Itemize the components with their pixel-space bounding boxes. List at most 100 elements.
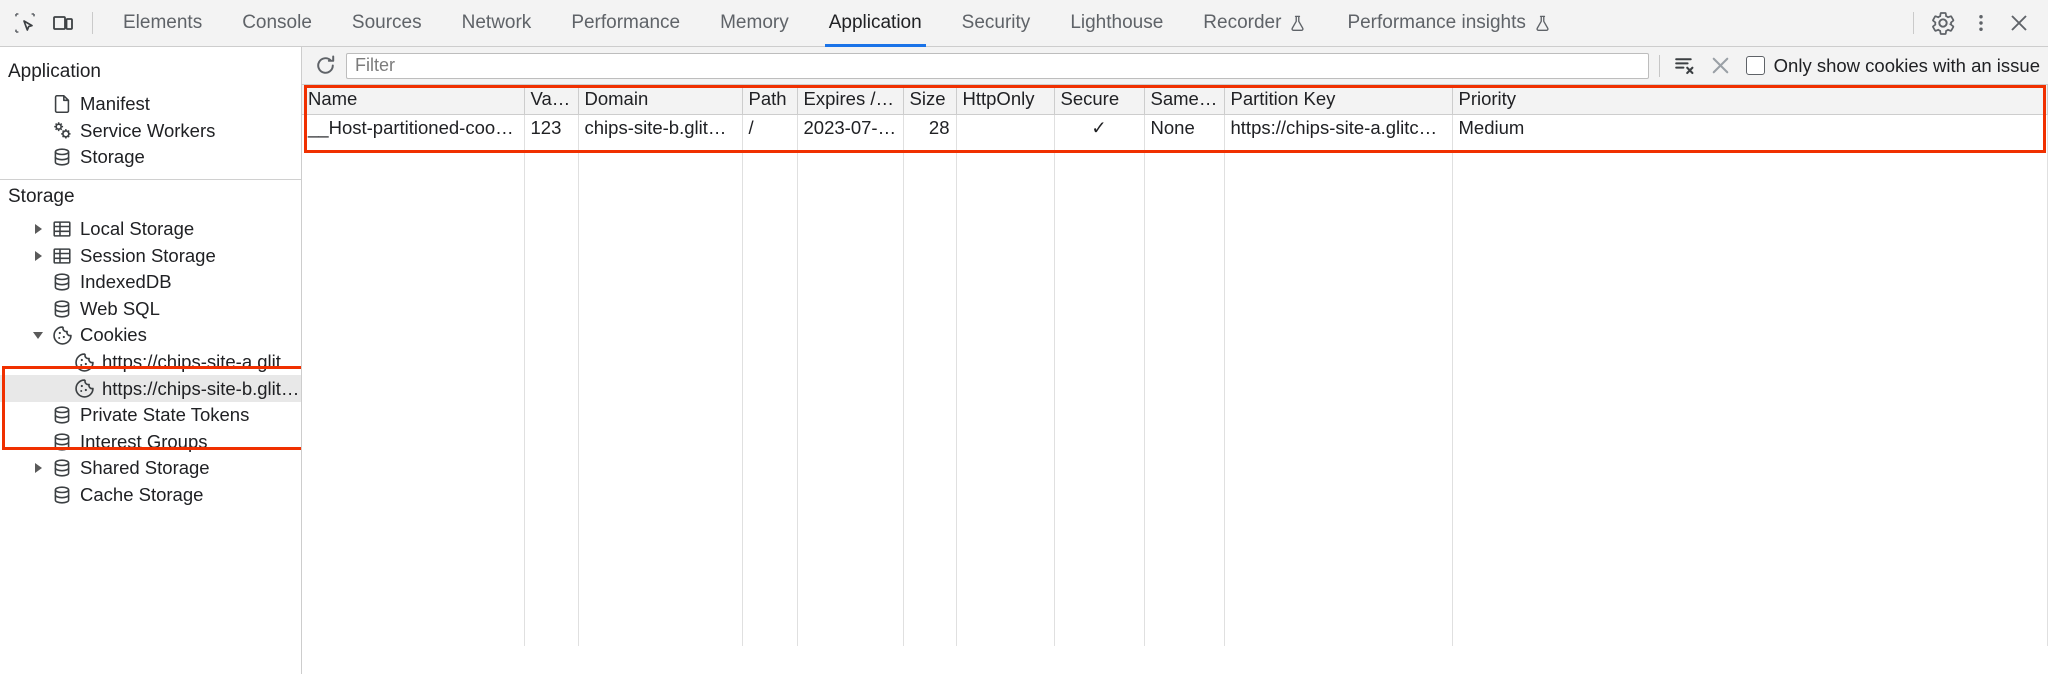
filler-cell bbox=[1144, 310, 1225, 338]
cell-httponly[interactable] bbox=[956, 114, 1055, 142]
sidebar-item-web-sql[interactable]: Web SQL bbox=[0, 296, 301, 323]
clear-all-cookies-icon[interactable] bbox=[1670, 52, 1700, 80]
filler-cell bbox=[1224, 310, 1453, 338]
gear-icon[interactable] bbox=[1924, 5, 1962, 41]
tab-performance-insights[interactable]: Performance insights bbox=[1327, 0, 1571, 47]
toolbar-right-actions bbox=[1903, 5, 2038, 41]
column-header-name[interactable]: Name bbox=[302, 85, 525, 115]
filler-cell bbox=[1452, 282, 2048, 310]
filler-cell bbox=[797, 450, 904, 478]
tab-lighthouse[interactable]: Lighthouse bbox=[1050, 0, 1183, 47]
filler-cell bbox=[797, 254, 904, 282]
column-header-httponly[interactable]: HttpOnly bbox=[956, 85, 1055, 115]
sidebar-item-label: Storage bbox=[80, 146, 145, 168]
sidebar-item-cookies[interactable]: Cookies bbox=[0, 322, 301, 349]
checkbox-box[interactable] bbox=[1745, 56, 1765, 75]
sidebar-item-https-chips-site-a-glitch-me[interactable]: https://chips-site-a.glitch.me bbox=[0, 349, 301, 376]
filler-cell bbox=[797, 310, 904, 338]
column-header-partitionkey[interactable]: Partition Key bbox=[1224, 85, 1453, 115]
filler-cell bbox=[302, 142, 525, 170]
search-input[interactable] bbox=[346, 52, 1649, 79]
sidebar-item-indexeddb[interactable]: IndexedDB bbox=[0, 269, 301, 296]
cell-domain[interactable]: chips-site-b.glitch.me bbox=[578, 114, 743, 142]
sidebar-item-shared-storage[interactable]: Shared Storage bbox=[0, 455, 301, 482]
cell-value[interactable]: 123 bbox=[524, 114, 579, 142]
sidebar-item-session-storage[interactable]: Session Storage bbox=[0, 242, 301, 269]
tab-memory[interactable]: Memory bbox=[700, 0, 809, 47]
sidebar-item-interest-groups[interactable]: Interest Groups bbox=[0, 429, 301, 456]
more-options-icon[interactable] bbox=[1962, 5, 2000, 41]
sidebar-item-storage[interactable]: Storage bbox=[0, 144, 301, 171]
cell-partitionkey[interactable]: https://chips-site-a.glitch.me bbox=[1224, 114, 1453, 142]
tab-application[interactable]: Application bbox=[809, 0, 942, 47]
column-header-size[interactable]: Size bbox=[903, 85, 957, 115]
service-workers-gears-icon bbox=[48, 119, 76, 142]
filler-cell bbox=[302, 506, 525, 534]
tab-console[interactable]: Console bbox=[222, 0, 332, 47]
column-header-expires[interactable]: Expires / M... bbox=[797, 85, 904, 115]
filler-cell bbox=[956, 226, 1055, 254]
filler-cell bbox=[742, 282, 798, 310]
only-show-issues-checkbox[interactable]: Only show cookies with an issue bbox=[1742, 55, 2040, 77]
chevron-right-icon[interactable] bbox=[28, 224, 48, 234]
chevron-right-icon[interactable] bbox=[28, 251, 48, 261]
filler-cell bbox=[302, 422, 525, 450]
filler-cell bbox=[797, 142, 904, 170]
cell-size[interactable]: 28 bbox=[903, 114, 957, 142]
tab-recorder[interactable]: Recorder bbox=[1183, 0, 1327, 47]
filler-cell bbox=[302, 226, 525, 254]
filler-cell bbox=[1224, 394, 1453, 422]
column-header-secure[interactable]: Secure bbox=[1054, 85, 1145, 115]
filler-cell bbox=[1054, 562, 1145, 590]
column-header-priority[interactable]: Priority bbox=[1452, 85, 2048, 115]
cell-name[interactable]: __Host-partitioned-cookie bbox=[302, 114, 525, 142]
chevron-right-icon[interactable] bbox=[28, 463, 48, 473]
filler-cell bbox=[524, 618, 579, 646]
filler-cell bbox=[302, 394, 525, 422]
cell-path[interactable]: / bbox=[742, 114, 798, 142]
filler-cell bbox=[1144, 254, 1225, 282]
inspect-element-icon[interactable] bbox=[6, 5, 44, 41]
device-toolbar-icon[interactable] bbox=[44, 5, 82, 41]
clear-filtered-cookies-icon[interactable] bbox=[1706, 52, 1736, 80]
sidebar-item-label: https://chips-site-b.glitch.me bbox=[102, 377, 301, 399]
sidebar-item-https-chips-site-b-glitch-me[interactable]: https://chips-site-b.glitch.me bbox=[0, 375, 301, 402]
column-header-samesite[interactable]: SameSite bbox=[1144, 85, 1225, 115]
filler-cell bbox=[797, 394, 904, 422]
sidebar-item-cache-storage[interactable]: Cache Storage bbox=[0, 482, 301, 509]
close-icon[interactable] bbox=[2000, 5, 2038, 41]
tab-performance[interactable]: Performance bbox=[551, 0, 700, 47]
chevron-down-icon[interactable] bbox=[28, 332, 48, 339]
refresh-icon[interactable] bbox=[310, 52, 340, 80]
experimental-flask-icon bbox=[1533, 14, 1552, 33]
sidebar-item-label: Manifest bbox=[80, 93, 150, 115]
table-grid-icon bbox=[48, 218, 76, 240]
sidebar-item-local-storage[interactable]: Local Storage bbox=[0, 216, 301, 243]
tab-network[interactable]: Network bbox=[442, 0, 552, 47]
sidebar-item-manifest[interactable]: Manifest bbox=[0, 91, 301, 118]
sidebar-item-service-workers[interactable]: Service Workers bbox=[0, 118, 301, 145]
sidebar-item-private-state-tokens[interactable]: Private State Tokens bbox=[0, 402, 301, 429]
column-header-domain[interactable]: Domain bbox=[578, 85, 743, 115]
filler-cell bbox=[524, 506, 579, 534]
column-header-path[interactable]: Path bbox=[742, 85, 798, 115]
tab-sources[interactable]: Sources bbox=[332, 0, 442, 47]
table-filler-row bbox=[302, 142, 2048, 170]
filler-cell bbox=[302, 198, 525, 226]
column-header-value[interactable]: Value bbox=[524, 85, 579, 115]
cell-secure[interactable]: ✓ bbox=[1054, 114, 1145, 142]
cell-samesite[interactable]: None bbox=[1144, 114, 1225, 142]
filler-cell bbox=[903, 338, 957, 366]
filler-cell bbox=[956, 366, 1055, 394]
filler-cell bbox=[903, 562, 957, 590]
table-filler-row bbox=[302, 226, 2048, 254]
cell-expires[interactable]: 2023-07-07… bbox=[797, 114, 904, 142]
cell-priority[interactable]: Medium bbox=[1452, 114, 2048, 142]
sidebar-item-label: Interest Groups bbox=[80, 430, 208, 452]
filler-cell bbox=[578, 394, 743, 422]
tab-security[interactable]: Security bbox=[942, 0, 1051, 47]
tab-elements[interactable]: Elements bbox=[103, 0, 222, 47]
